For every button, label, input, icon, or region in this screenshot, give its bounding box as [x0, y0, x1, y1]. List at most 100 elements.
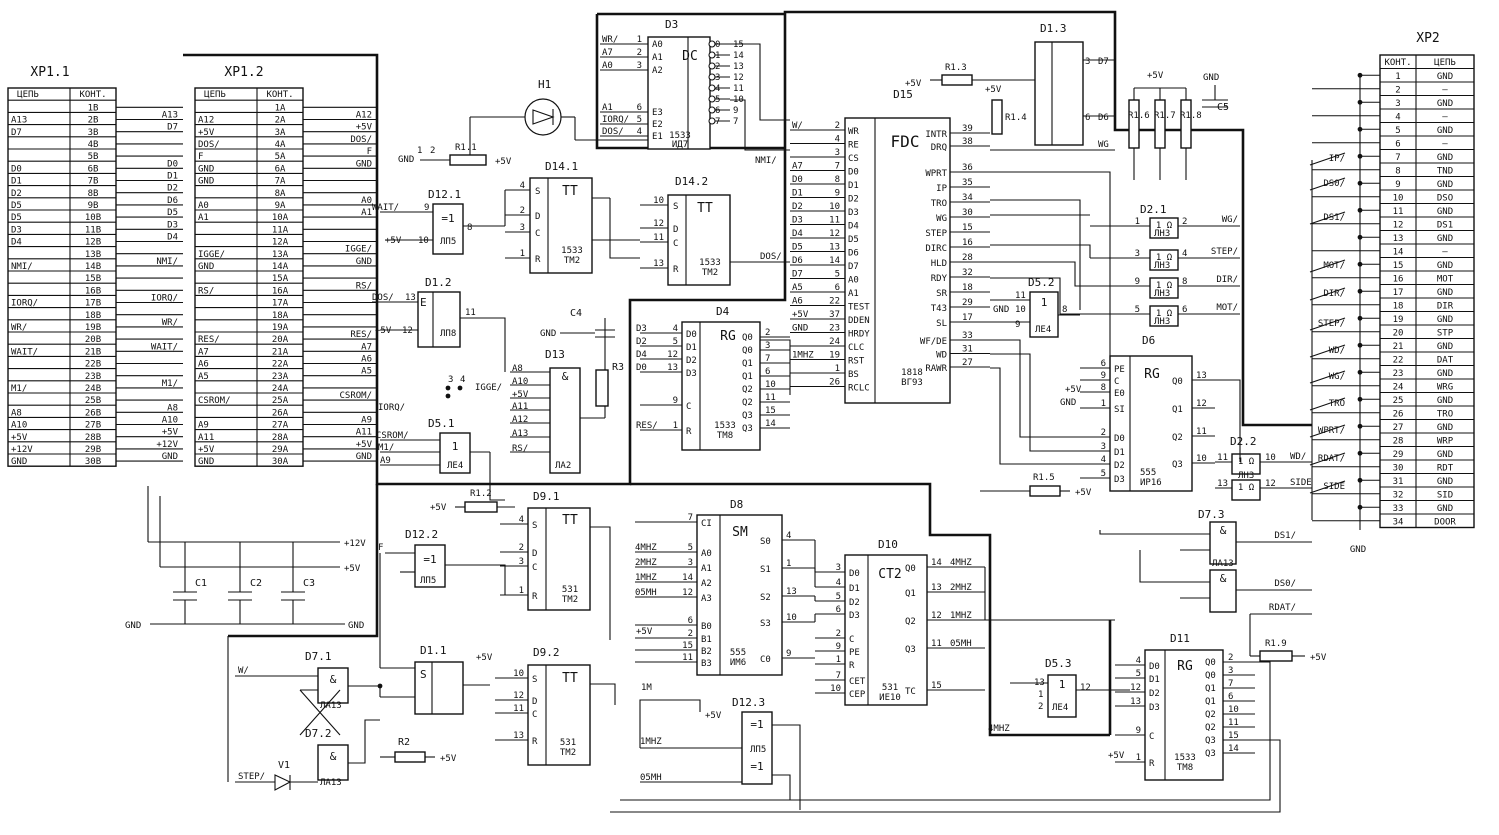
junction-dot — [445, 385, 451, 391]
decoder-d3 — [647, 36, 711, 150]
adder-d8 — [696, 514, 783, 676]
wire-label: D0 — [636, 363, 647, 373]
pin-label: D1 — [686, 343, 697, 353]
wire — [1309, 287, 1346, 301]
wire-label: 1MHZ — [950, 611, 972, 621]
wire-label: WD/ — [1290, 452, 1306, 462]
chip-type: ЛН3 — [1154, 261, 1170, 271]
wire-label: A5 — [361, 367, 372, 377]
table-cell: 15 — [1393, 261, 1404, 271]
table-cell: — — [1442, 140, 1448, 150]
resistor-r1-6 — [1128, 99, 1140, 149]
wire — [274, 774, 292, 791]
chip-ref: D12.1 — [428, 188, 461, 201]
resistor-label: R1.1 — [455, 143, 477, 153]
pin-number: 5 — [1135, 305, 1140, 315]
table-cell: DIR — [1437, 302, 1454, 312]
table-cell: IGGE/ — [198, 250, 225, 260]
pin-label: DRQ — [931, 143, 947, 153]
table-cell: 10A — [272, 213, 289, 223]
chip-ref: D1.1 — [420, 644, 447, 657]
pin-label: R — [686, 427, 692, 437]
wire — [990, 277, 1090, 315]
pin-number: 8 — [1101, 383, 1106, 393]
pin-number: 4 — [637, 127, 642, 137]
wire — [500, 564, 506, 595]
pin-label: D7 — [848, 262, 859, 272]
table-cell: 4B — [88, 140, 99, 150]
chip-type: ЛН3 — [1238, 471, 1254, 481]
chip-ref: D11 — [1170, 632, 1190, 645]
wire-label: D1 — [167, 172, 178, 182]
table-cell: 20A — [272, 335, 289, 345]
pin-label: D — [532, 697, 537, 707]
chip-type: 555 — [730, 648, 746, 658]
table-cell: WAIT/ — [11, 347, 38, 357]
pin-number: 10 — [1015, 305, 1026, 315]
wire-label: IORQ/ — [378, 403, 405, 413]
table-cell: D1 — [11, 177, 22, 187]
pin-number: 7 — [835, 162, 840, 172]
pin-label: Q1 — [742, 372, 753, 382]
resistor-r1-1 — [449, 154, 487, 166]
wire — [990, 244, 1091, 258]
wire — [1309, 259, 1346, 273]
chip-ref: D6 — [1142, 334, 1155, 347]
pin-number: 10 — [829, 202, 840, 212]
wire-label: SIDE — [1323, 482, 1345, 492]
pin-label: S — [532, 521, 537, 531]
inversion-bubble — [708, 51, 716, 59]
table-cell: 2A — [275, 116, 286, 126]
pin-number: 11 — [1228, 718, 1239, 728]
table-cell: A11 — [198, 433, 214, 443]
wire — [1309, 317, 1346, 331]
wire-label: IGGE/ — [345, 245, 372, 255]
pin-number: 13 — [1217, 479, 1228, 489]
chip-ref: D2.2 — [1230, 435, 1257, 448]
pin-label: B1 — [701, 635, 712, 645]
wire — [990, 171, 1111, 380]
pin-number: 2 — [430, 146, 435, 156]
wire-label: RDAT/ — [1318, 454, 1345, 464]
wire-label: GND — [356, 257, 372, 267]
table-cell: RS/ — [198, 286, 214, 296]
wire-label: WAIT/ — [372, 203, 399, 213]
pin-number: 17 — [962, 313, 973, 323]
chip-type: ЛП8 — [440, 329, 456, 339]
nand-d13 — [549, 367, 581, 474]
power-label: +12V — [344, 539, 366, 549]
wire-label: DOS/ — [350, 135, 372, 145]
pin-number: 9 — [733, 106, 738, 116]
pin-label: Q0 — [1172, 377, 1183, 387]
chip-ref: D7.2 — [305, 727, 332, 740]
pin-label: Q2 — [1205, 723, 1216, 733]
pin-number: 10 — [1196, 454, 1207, 464]
pin-number: 12 — [829, 229, 840, 239]
table-cell: 8A — [275, 189, 286, 199]
flipflop-d14-1 — [529, 177, 593, 274]
wire-label: +5V — [792, 310, 809, 320]
table-cell: GND — [1437, 450, 1453, 460]
chip-type: 1818 — [901, 368, 923, 378]
resistor-label: R1.3 — [945, 63, 967, 73]
resistor-label: R1.7 — [1154, 111, 1176, 121]
inverter-d2-1 — [1149, 217, 1179, 239]
pin-label: R — [535, 255, 541, 265]
wire-label: A0 — [602, 61, 613, 71]
wire-label: A13 — [512, 429, 528, 439]
table-cell: 10B — [85, 213, 101, 223]
chip-ref: D5.3 — [1045, 657, 1072, 670]
wire — [299, 689, 341, 736]
pin-label: D0 — [848, 168, 859, 178]
wire-label: D7 — [792, 270, 803, 280]
chip-function: =1 — [423, 553, 436, 566]
table-cell: TRO — [1437, 410, 1453, 420]
chip-ref: D8 — [730, 498, 743, 511]
pin-label: C — [1149, 732, 1154, 742]
table-cell: D5 — [11, 201, 22, 211]
inverter-d2-2 — [1231, 453, 1261, 475]
wire — [1309, 397, 1346, 411]
pin-number: 15 — [682, 641, 693, 651]
table-cell: GND — [1437, 477, 1453, 487]
pin-number: 16 — [962, 238, 973, 248]
